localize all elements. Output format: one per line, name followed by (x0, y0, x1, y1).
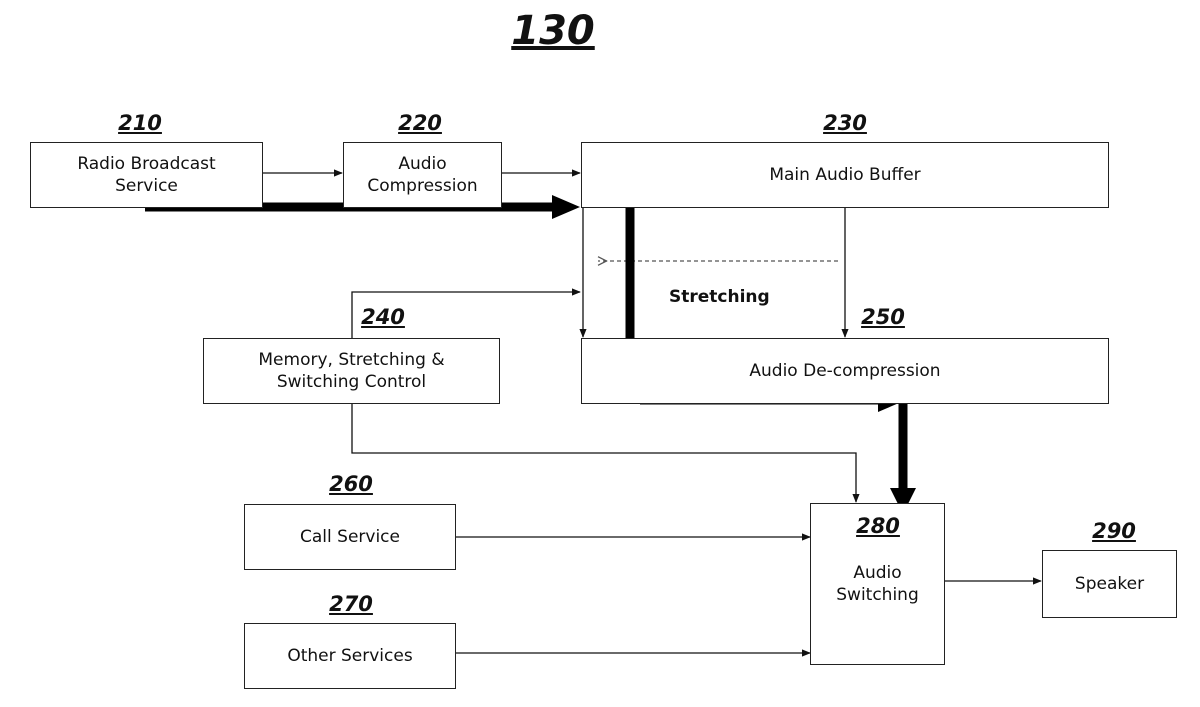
ref-220: 220 (398, 111, 442, 135)
ref-270: 270 (329, 592, 373, 616)
memory-stretching-switching-control-block: Memory, Stretching & Switching Control (203, 338, 500, 404)
ref-290: 290 (1092, 519, 1136, 543)
other-services-block: Other Services (244, 623, 456, 689)
audio-decompression-block: Audio De-compression (581, 338, 1109, 404)
ref-260: 260 (329, 472, 373, 496)
call-service-block: Call Service (244, 504, 456, 570)
ref-230: 230 (823, 111, 867, 135)
ref-210: 210 (118, 111, 162, 135)
ref-250: 250 (861, 305, 905, 329)
main-audio-buffer-block: Main Audio Buffer (581, 142, 1109, 208)
audio-compression-block: Audio Compression (343, 142, 502, 208)
thick-arrowhead-to-230 (552, 195, 580, 219)
radio-broadcast-service-block: Radio Broadcast Service (30, 142, 263, 208)
stretching-label: Stretching (669, 287, 770, 307)
speaker-block: Speaker (1042, 550, 1177, 618)
ref-280: 280 (856, 514, 900, 538)
ref-240: 240 (361, 305, 405, 329)
connector-240-280 (352, 403, 856, 502)
figure-number: 130 (511, 8, 595, 54)
